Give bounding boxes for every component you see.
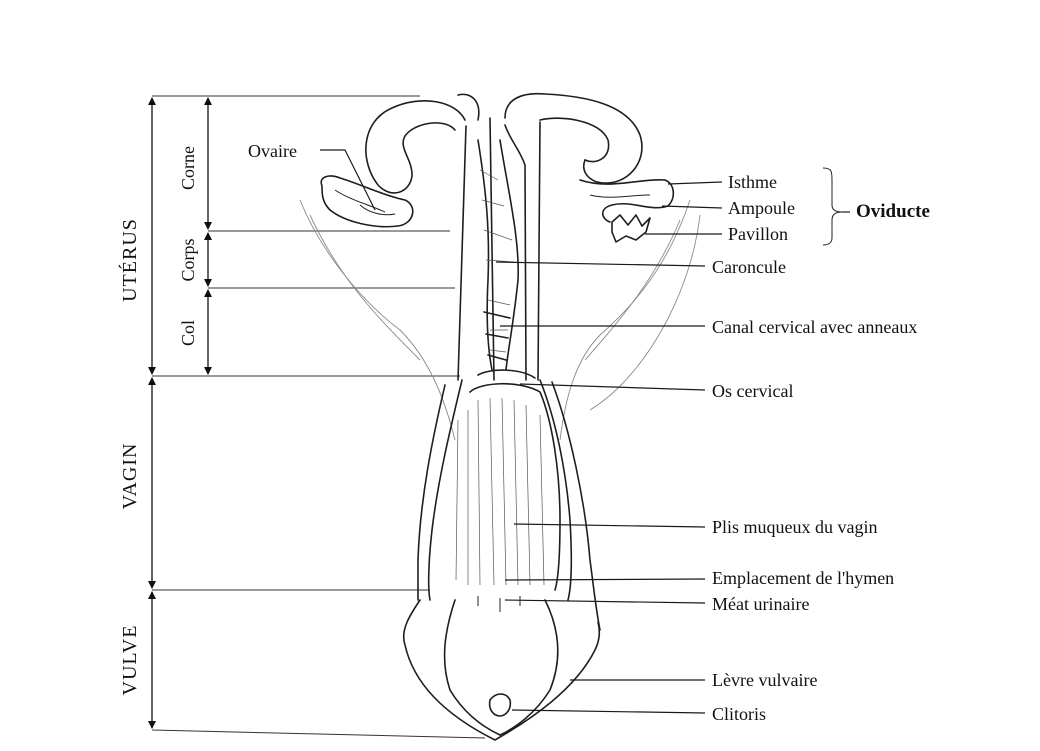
- region-label-vagin: VAGIN: [119, 443, 141, 510]
- label-plis-muqueux: Plis muqueux du vagin: [712, 517, 878, 537]
- label-levre-vulvaire: Lèvre vulvaire: [712, 670, 817, 690]
- label-os-cervical: Os cervical: [712, 381, 793, 401]
- label-ampoule: Ampoule: [728, 198, 795, 218]
- label-isthme: Isthme: [728, 172, 777, 192]
- label-canal-cervical: Canal cervical avec anneaux: [712, 317, 917, 337]
- label-ovaire: Ovaire: [248, 141, 297, 161]
- region-label-corne: Corne: [178, 146, 198, 190]
- label-meat-urinaire: Méat urinaire: [712, 594, 809, 614]
- label-clitoris: Clitoris: [712, 704, 766, 724]
- region-label-uterus: UTÉRUS: [118, 218, 141, 302]
- guide-lines: [152, 96, 485, 738]
- anatomy-drawing: [300, 94, 700, 740]
- label-pavillon: Pavillon: [728, 224, 788, 244]
- region-label-col: Col: [178, 320, 198, 346]
- label-caroncule: Caroncule: [712, 257, 786, 277]
- region-label-corps: Corps: [178, 238, 198, 281]
- region-label-vulve: VULVE: [119, 625, 141, 696]
- dimension-arrows: [152, 98, 208, 728]
- label-oviducte: Oviducte: [856, 201, 930, 222]
- label-hymen: Emplacement de l'hymen: [712, 568, 894, 588]
